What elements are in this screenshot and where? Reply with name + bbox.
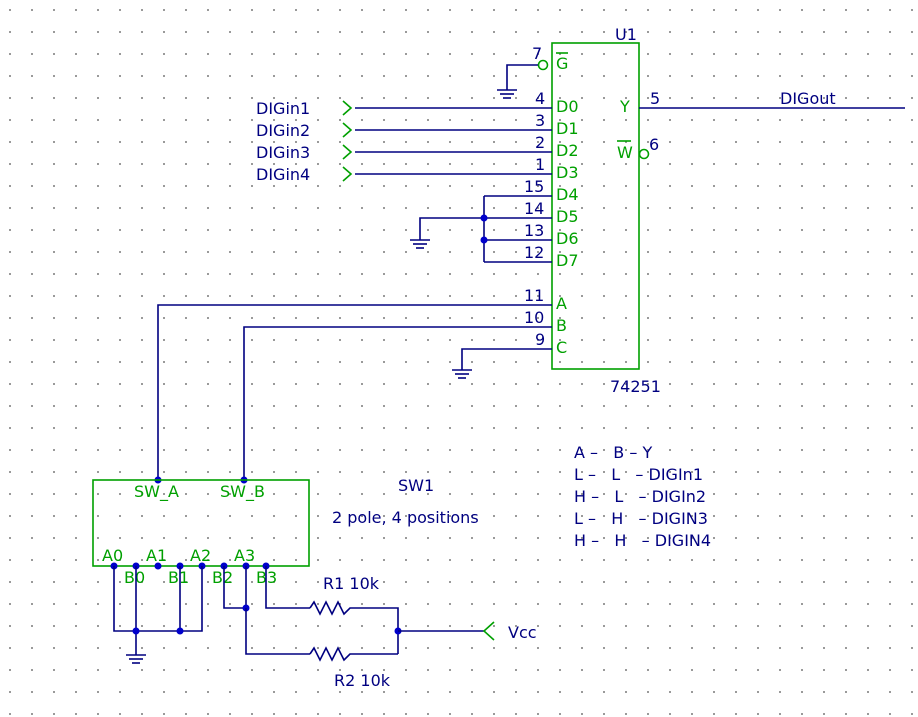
sw1-pin-a2: A2 bbox=[190, 546, 211, 565]
r1-label: R1 10k bbox=[323, 574, 380, 593]
u1-pin-name-d5: D5 bbox=[556, 207, 579, 226]
u1-pin-name-y: Y bbox=[619, 97, 630, 116]
truth-table-row: H – L – DIGIn2 bbox=[574, 487, 706, 506]
truth-table-row: L – L – DIGIn1 bbox=[574, 465, 703, 484]
u1-pin-num-1: 1 bbox=[535, 155, 545, 174]
sw1-pin-a0: A0 bbox=[102, 546, 123, 565]
u1-w-inversion-bubble bbox=[638, 148, 650, 160]
truth-table-row: L – H – DIGIN3 bbox=[574, 509, 708, 528]
d4-d7-ground-wiring bbox=[410, 195, 552, 263]
r1-resistor[interactable] bbox=[309, 600, 399, 654]
u1-pin-num-4: 4 bbox=[535, 89, 545, 108]
u1-pin-num-13: 13 bbox=[524, 221, 544, 240]
u1-pin-name-d3: D3 bbox=[556, 163, 579, 182]
u1-pin-num-3: 3 bbox=[535, 111, 545, 130]
sw1-pin-a3: A3 bbox=[234, 546, 255, 565]
u1-value: 74251 bbox=[610, 377, 661, 396]
truth-table-row: A – B – Y bbox=[574, 443, 652, 462]
u1-pin-name-a: A bbox=[556, 294, 567, 313]
u1-pin-num-14: 14 bbox=[524, 199, 544, 218]
sw1-pole-b-label: SW_B bbox=[220, 482, 265, 502]
sw1-description: 2 pole, 4 positions bbox=[332, 508, 479, 527]
u1-pin-name-g: G bbox=[556, 54, 568, 73]
u1-pin-num-9: 9 bbox=[535, 330, 545, 349]
u1-pin-num-11: 11 bbox=[524, 286, 544, 305]
sw1-pole-a-label: SW_A bbox=[134, 482, 179, 502]
g-pin-ground bbox=[497, 59, 549, 99]
r2-resistor[interactable] bbox=[309, 646, 398, 662]
r2-label: R2 10k bbox=[334, 671, 391, 690]
u1-pin-name-d0: D0 bbox=[556, 97, 579, 116]
u1-pin-name-w: W bbox=[617, 143, 633, 162]
input-label-3: DIGin3 bbox=[256, 143, 310, 162]
u1-pin-name-d2: D2 bbox=[556, 141, 579, 160]
truth-table-row: H – H – DIGIN4 bbox=[574, 531, 711, 550]
u1-pin-name-d4: D4 bbox=[556, 185, 579, 204]
sw1-rotary-switch[interactable]: SW_A SW_B A0 A1 A2 A3 B0 B1 B2 B3 bbox=[92, 479, 310, 587]
sw1-pin-b1: B1 bbox=[168, 568, 189, 587]
u1-pin-num-7: 7 bbox=[532, 44, 542, 63]
u1-pin-num-5: 5 bbox=[650, 89, 660, 108]
output-label: DIGout bbox=[780, 89, 836, 108]
u1-multiplexer[interactable]: U1 74251 G D0 D1 D2 D3 D4 D5 D6 D7 A B C… bbox=[524, 25, 661, 396]
u1-pin-name-d6: D6 bbox=[556, 229, 579, 248]
u1-pin-num-10: 10 bbox=[524, 308, 544, 327]
input-wires bbox=[342, 100, 552, 182]
sw1-pin-a1: A1 bbox=[146, 546, 167, 565]
vcc-label: Vcc bbox=[508, 623, 537, 642]
vcc-connector bbox=[398, 621, 495, 641]
u1-pin-num-15: 15 bbox=[524, 177, 544, 196]
u1-pin-name-d7: D7 bbox=[556, 251, 579, 270]
truth-table: A – B – Y L – L – DIGIn1 H – L – DIGIn2 … bbox=[574, 443, 711, 550]
u1-pin-name-d1: D1 bbox=[556, 119, 579, 138]
sw1-pin-b0: B0 bbox=[124, 568, 145, 587]
sw1-pin-wiring bbox=[110, 562, 310, 664]
sw1-pin-b2: B2 bbox=[212, 568, 233, 587]
u1-pin-num-12: 12 bbox=[524, 243, 544, 262]
u1-pin-name-c: C bbox=[556, 338, 567, 357]
sw1-ref: SW1 bbox=[398, 476, 434, 495]
input-label-4: DIGin4 bbox=[256, 165, 310, 184]
input-label-1: DIGin1 bbox=[256, 99, 310, 118]
u1-pin-num-2: 2 bbox=[535, 133, 545, 152]
u1-pin-name-b: B bbox=[556, 316, 567, 335]
u1-pin-num-6: 6 bbox=[649, 135, 659, 154]
u1-ref: U1 bbox=[615, 25, 637, 44]
input-label-2: DIGin2 bbox=[256, 121, 310, 140]
